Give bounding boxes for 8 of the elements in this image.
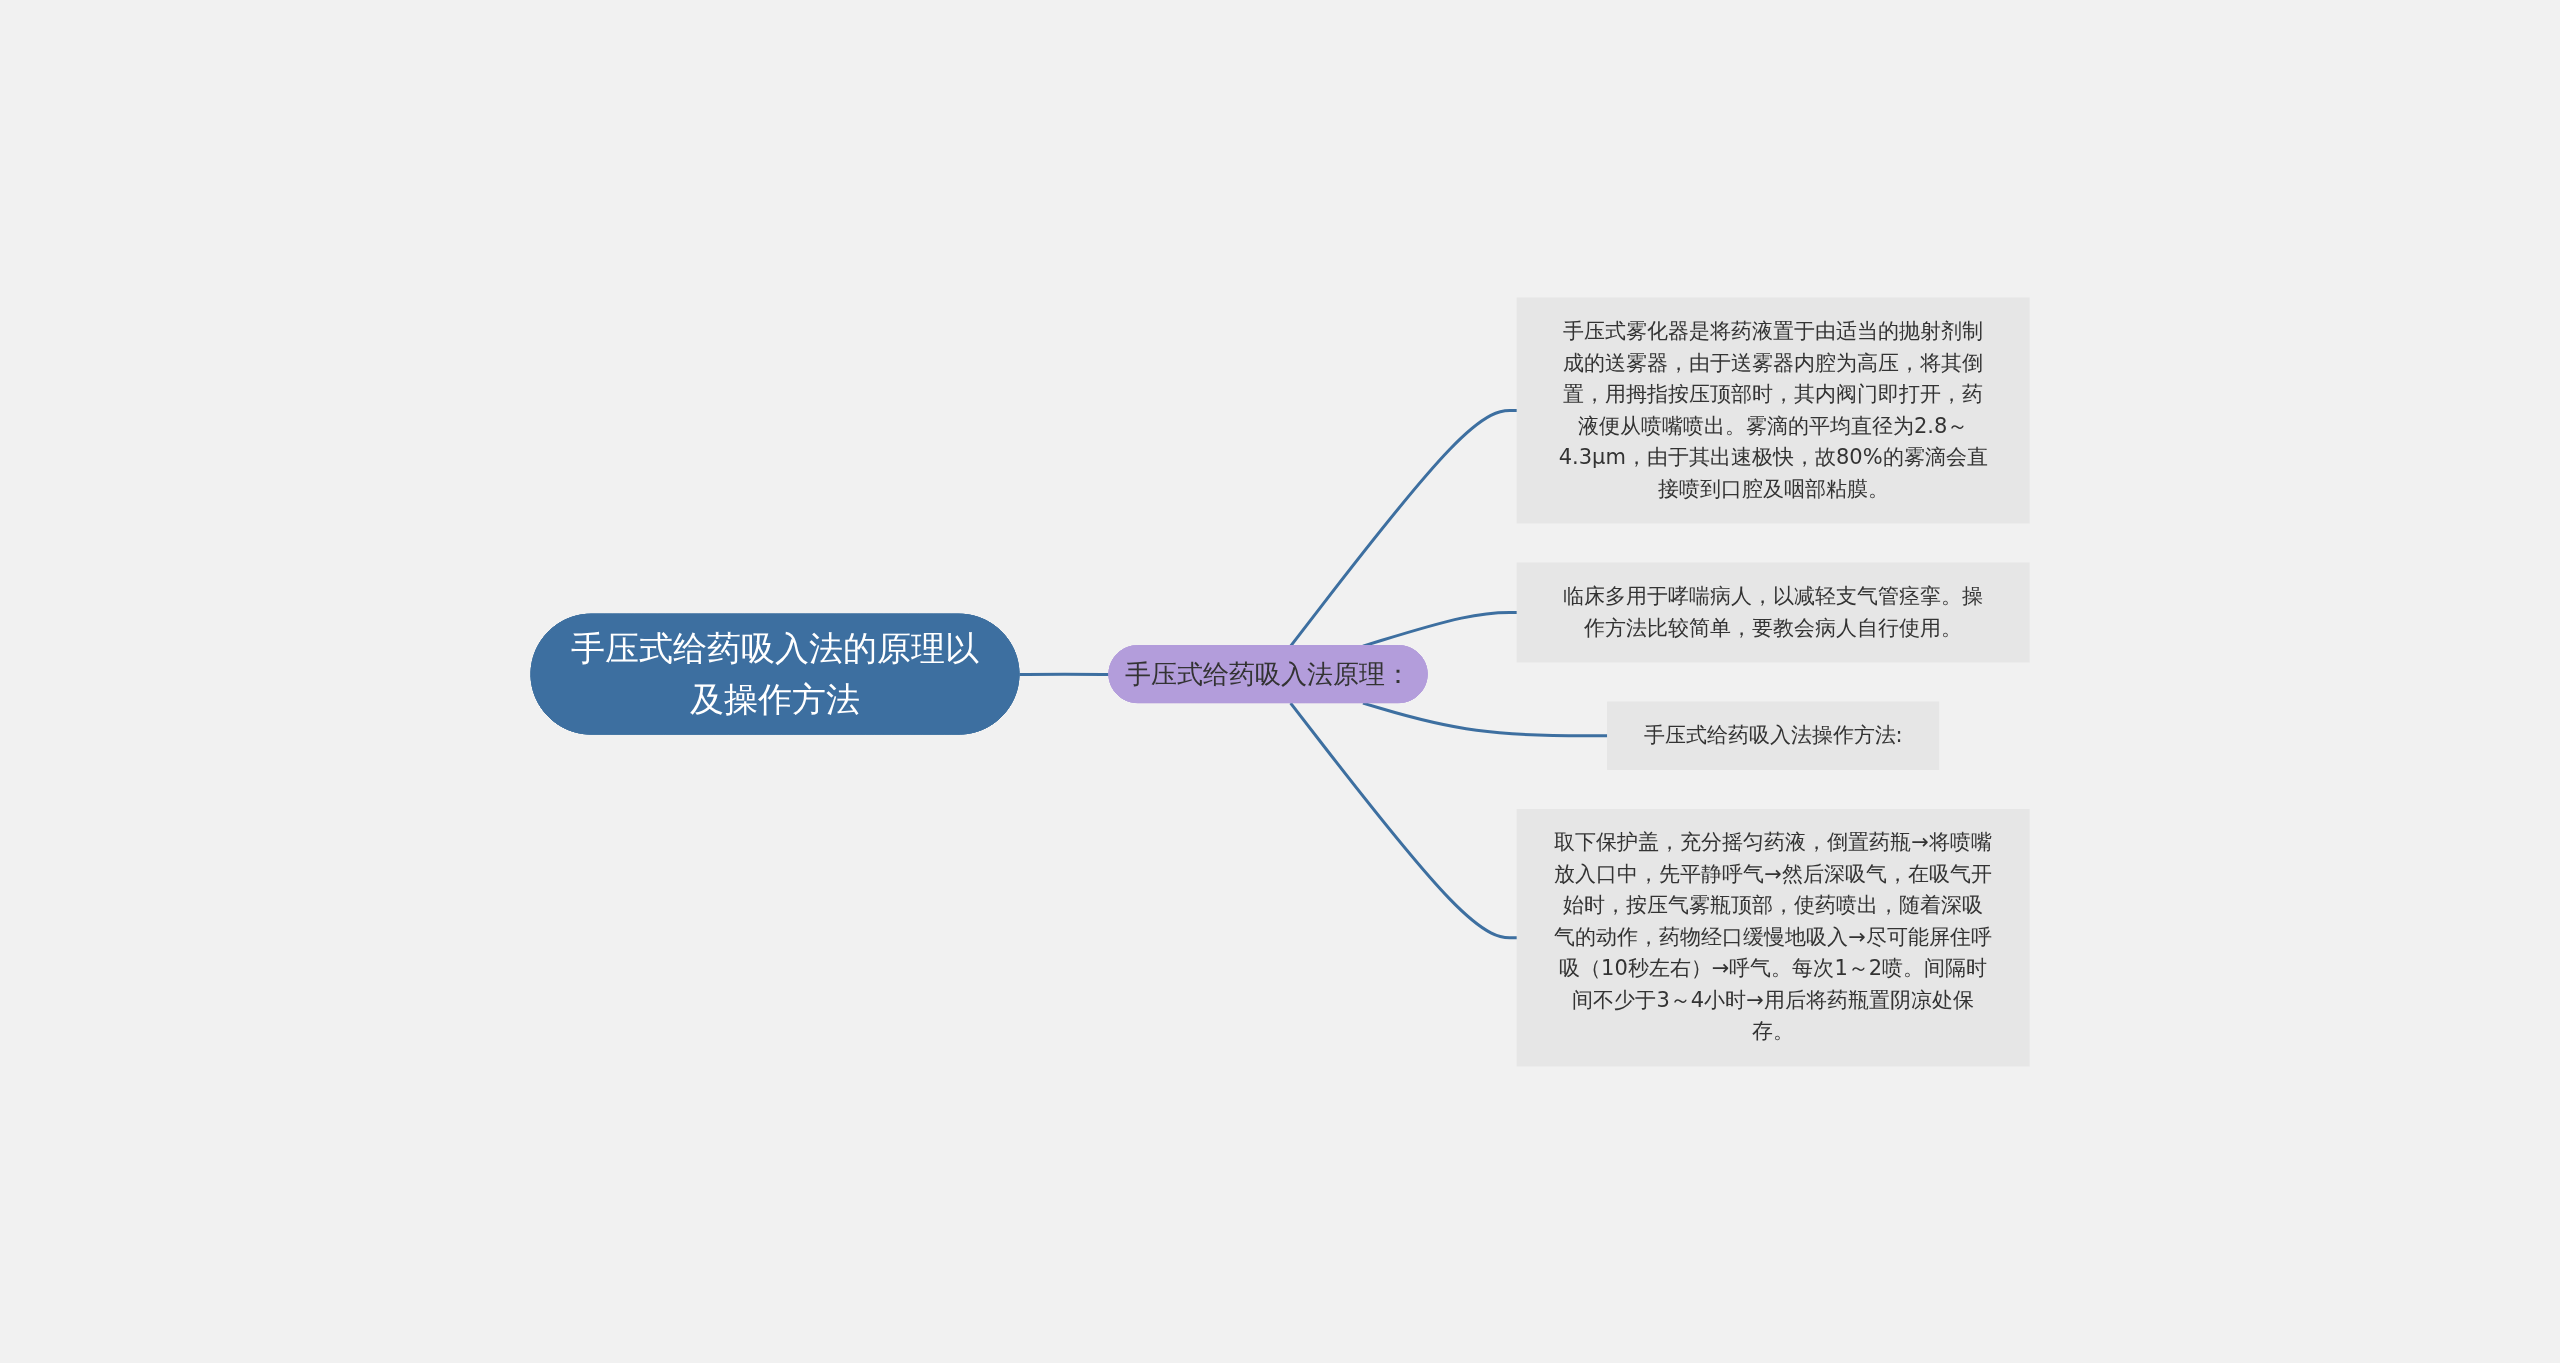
node-box: 取下保护盖，充分摇匀药液，倒置药瓶→将喷嘴放入口中，先平静呼气→然后深吸气，在吸气开始时，按压气雾瓶顶部，使药喷出，随着深吸气的动作，药物经口缓慢地吸入→尽可能屏住呼吸（10秒左右）→呼气。每次1～2喷。间隔时间不少于3～4小时→用后将药瓶置阴凉处保存。 <box>1516 808 2030 1066</box>
connector <box>1289 408 1518 647</box>
node-box: 临床多用于哮喘病人，以减轻支气管痉挛。操作方法比较简单，要教会病人自行使用。 <box>1516 562 2030 662</box>
node-box: 手压式雾化器是将药液置于由适当的抛射剂制成的送雾器，由于送雾器内腔为高压，将其倒置，用拇指按压顶部时，其内阀门即打开，药液便从喷嘴喷出。雾滴的平均直径为2.8～4.3μm，由于其出速极快，故80%的雾滴会直接喷到口腔及咽部粘膜。 <box>1516 297 2030 523</box>
connector <box>1362 701 1608 737</box>
connector <box>1019 672 1110 676</box>
connector <box>1289 701 1518 939</box>
node-box: 手压式给药吸入法操作方法: <box>1607 701 1940 770</box>
